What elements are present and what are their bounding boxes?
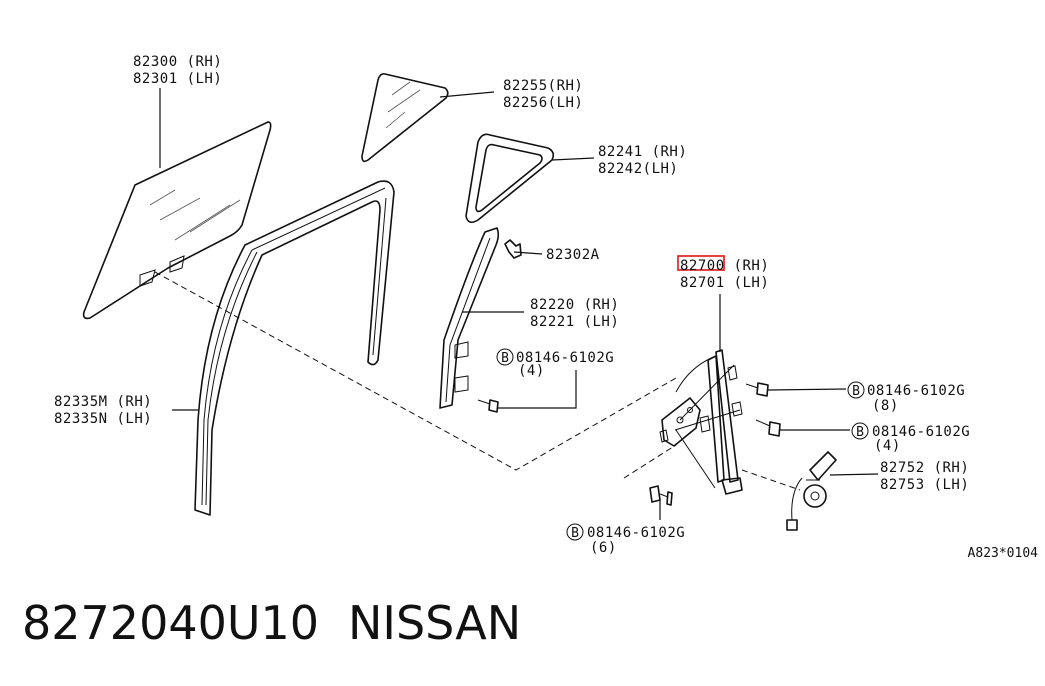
label-motor-lh: 82753 (LH) bbox=[880, 477, 969, 493]
label-sash-rh: 82220 (RH) bbox=[530, 297, 619, 313]
partition-seal bbox=[465, 133, 555, 224]
bolt-marker-circle bbox=[851, 422, 869, 440]
label-partition-glass-lh: 82256(LH) bbox=[503, 95, 583, 111]
regulator-motor bbox=[786, 451, 837, 531]
label-bolt-6-qty: (6) bbox=[590, 540, 617, 556]
label-bolt-8-qty: (8) bbox=[872, 398, 899, 414]
bolt-marker-letter: B bbox=[856, 425, 864, 440]
label-sash-bolt-qty: (4) bbox=[518, 363, 545, 379]
label-bolt-6-number: 08146-6102G bbox=[587, 525, 685, 541]
label-sash: 82220 (RH) 82221 (LH) bbox=[530, 297, 619, 330]
label-sash-bolt: B 08146-6102G (4) bbox=[496, 348, 614, 379]
label-run-channel-lh: 82335N (LH) bbox=[54, 411, 152, 427]
label-bolt-4-qty: (4) bbox=[874, 438, 901, 454]
label-partition-glass-rh: 82255(RH) bbox=[503, 78, 583, 94]
label-run-channel-rh: 82335M (RH) bbox=[54, 394, 152, 410]
sash-bolt bbox=[477, 399, 499, 413]
label-bolt-4-number: 08146-6102G bbox=[872, 424, 970, 440]
label-partition-glass: 82255(RH) 82256(LH) bbox=[503, 78, 583, 111]
bolt-marker-circle bbox=[847, 381, 865, 399]
label-bolt-8: B 08146-6102G (8) bbox=[847, 381, 965, 414]
regulator-bolt-lower bbox=[649, 485, 673, 506]
label-regulator-lh: 82701 (LH) bbox=[680, 275, 769, 291]
label-glass: 82300 (RH) 82301 (LH) bbox=[133, 54, 222, 87]
label-clip: 82302A bbox=[546, 247, 600, 263]
label-sash-bolt-number: 08146-6102G bbox=[516, 350, 614, 366]
rear-sash bbox=[439, 227, 500, 409]
label-regulator: 82700 (RH) 82701 (LH) bbox=[677, 255, 769, 291]
bolt-marker-circle bbox=[566, 523, 584, 541]
label-regulator-rh: 82700 (RH) bbox=[680, 258, 769, 274]
leader-lines bbox=[159, 88, 879, 520]
label-sash-lh: 82221 (LH) bbox=[530, 314, 619, 330]
label-partition-seal: 82241 (RH) 82242(LH) bbox=[598, 144, 687, 177]
bolt-marker-letter: B bbox=[571, 526, 579, 541]
assembly-lines bbox=[154, 271, 801, 491]
label-bolt-4: B 08146-6102G (4) bbox=[851, 422, 970, 454]
label-glass-lh: 82301 (LH) bbox=[133, 71, 222, 87]
bolt-marker-letter: B bbox=[501, 351, 509, 366]
label-run-channel: 82335M (RH) 82335N (LH) bbox=[54, 394, 152, 427]
bolt-marker-letter: B bbox=[852, 384, 860, 399]
clip-82302a bbox=[504, 239, 522, 259]
window-regulator bbox=[659, 349, 743, 495]
bolt-marker-circle bbox=[496, 348, 514, 366]
manufacturer-name: NISSAN bbox=[348, 596, 522, 650]
part-number: 8272040U10 bbox=[22, 596, 320, 650]
part-highlight-box bbox=[677, 255, 725, 271]
door-glass bbox=[82, 121, 272, 320]
label-glass-rh: 82300 (RH) bbox=[133, 54, 222, 70]
regulator-bolt-upper bbox=[745, 382, 769, 397]
label-partition-seal-rh: 82241 (RH) bbox=[598, 144, 687, 160]
label-motor: 82752 (RH) 82753 (LH) bbox=[880, 460, 969, 493]
drawing-reference: A823*0104 bbox=[968, 546, 1039, 561]
label-partition-seal-lh: 82242(LH) bbox=[598, 161, 678, 177]
label-bolt-8-number: 08146-6102G bbox=[867, 383, 965, 399]
run-channel bbox=[194, 180, 395, 516]
partition-glass bbox=[361, 73, 449, 163]
label-bolt-6: B 08146-6102G (6) bbox=[566, 523, 685, 556]
label-motor-rh: 82752 (RH) bbox=[880, 460, 969, 476]
regulator-bolt-mid bbox=[755, 419, 781, 437]
